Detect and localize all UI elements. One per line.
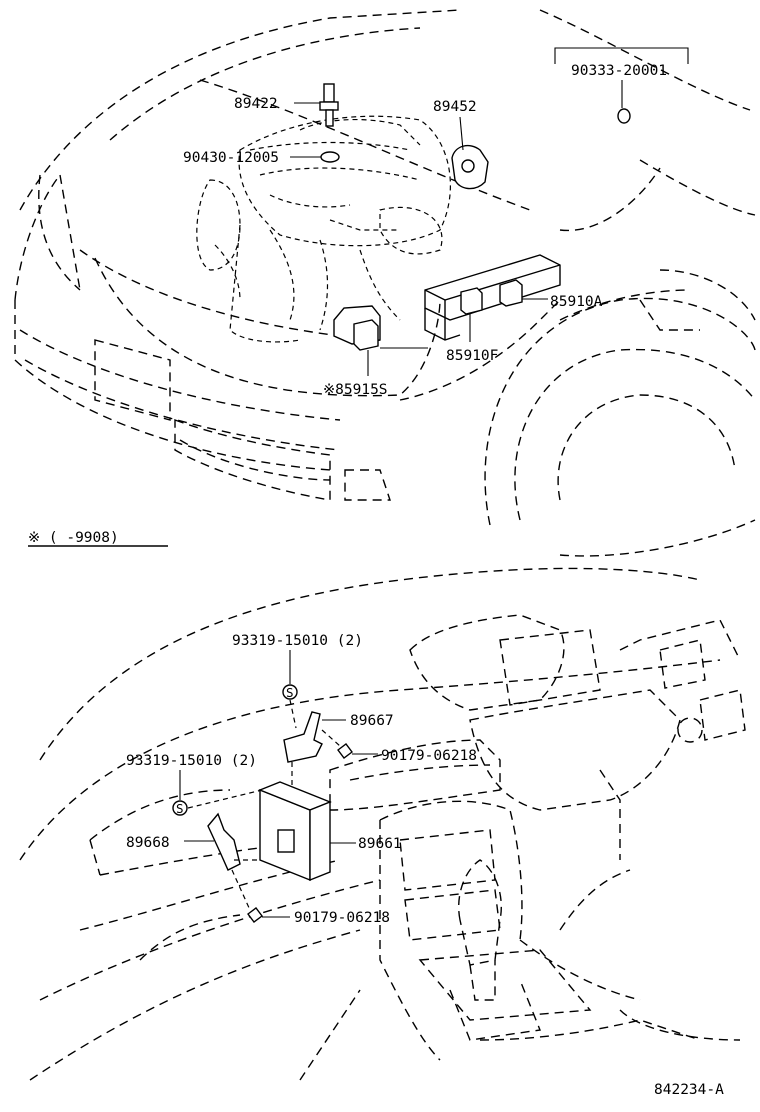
clip-s-label-lower: S <box>176 801 184 816</box>
label-90179-06218-upper: 90179-06218 <box>381 748 477 764</box>
part-90333-plug[interactable] <box>554 47 689 124</box>
label-89667: 89667 <box>350 713 394 729</box>
part-89661-ecu[interactable] <box>258 762 356 882</box>
part-90430-gasket[interactable] <box>290 151 340 163</box>
label-90430-12005: 90430-12005 <box>183 150 279 166</box>
engine-block <box>196 115 451 343</box>
label-85915s: ※85915S <box>323 382 388 398</box>
diagram-id: 842234-A <box>654 1082 724 1098</box>
part-85910f-relay[interactable] <box>460 287 483 342</box>
part-85910a-relay[interactable] <box>499 279 548 307</box>
dashboard-outline <box>19 567 746 1081</box>
label-89661: 89661 <box>358 836 402 852</box>
car-body-outline <box>14 9 756 557</box>
applicability-note: ※ ( -9908) <box>28 530 168 547</box>
label-90333-20001: 90333-20001 <box>571 63 667 79</box>
part-89452-sensor[interactable] <box>451 116 489 190</box>
part-93319-clip-upper[interactable]: S <box>282 650 298 729</box>
label-89422: 89422 <box>234 96 278 112</box>
part-90179-nut-upper[interactable] <box>321 729 378 759</box>
part-93319-clip-lower[interactable]: S <box>172 770 263 816</box>
part-90179-nut-lower[interactable] <box>231 869 290 923</box>
label-85910f: 85910F <box>446 348 498 364</box>
label-93319-15010-upper: 93319-15010 (2) <box>232 633 363 649</box>
part-89668-bracket[interactable] <box>184 812 260 871</box>
label-93319-15010-lower: 93319-15010 (2) <box>126 753 257 769</box>
note-text: ※ ( -9908) <box>28 530 119 546</box>
label-90179-06218-lower: 90179-06218 <box>294 910 390 926</box>
label-89668: 89668 <box>126 835 170 851</box>
relay-box <box>424 254 561 341</box>
label-85910a: 85910A <box>550 294 603 310</box>
clip-s-label-upper: S <box>286 685 294 700</box>
label-89452: 89452 <box>433 99 477 115</box>
part-89667-bracket[interactable] <box>283 711 346 763</box>
part-85915s-relay[interactable] <box>333 305 428 376</box>
part-89422-sensor[interactable] <box>294 83 339 127</box>
